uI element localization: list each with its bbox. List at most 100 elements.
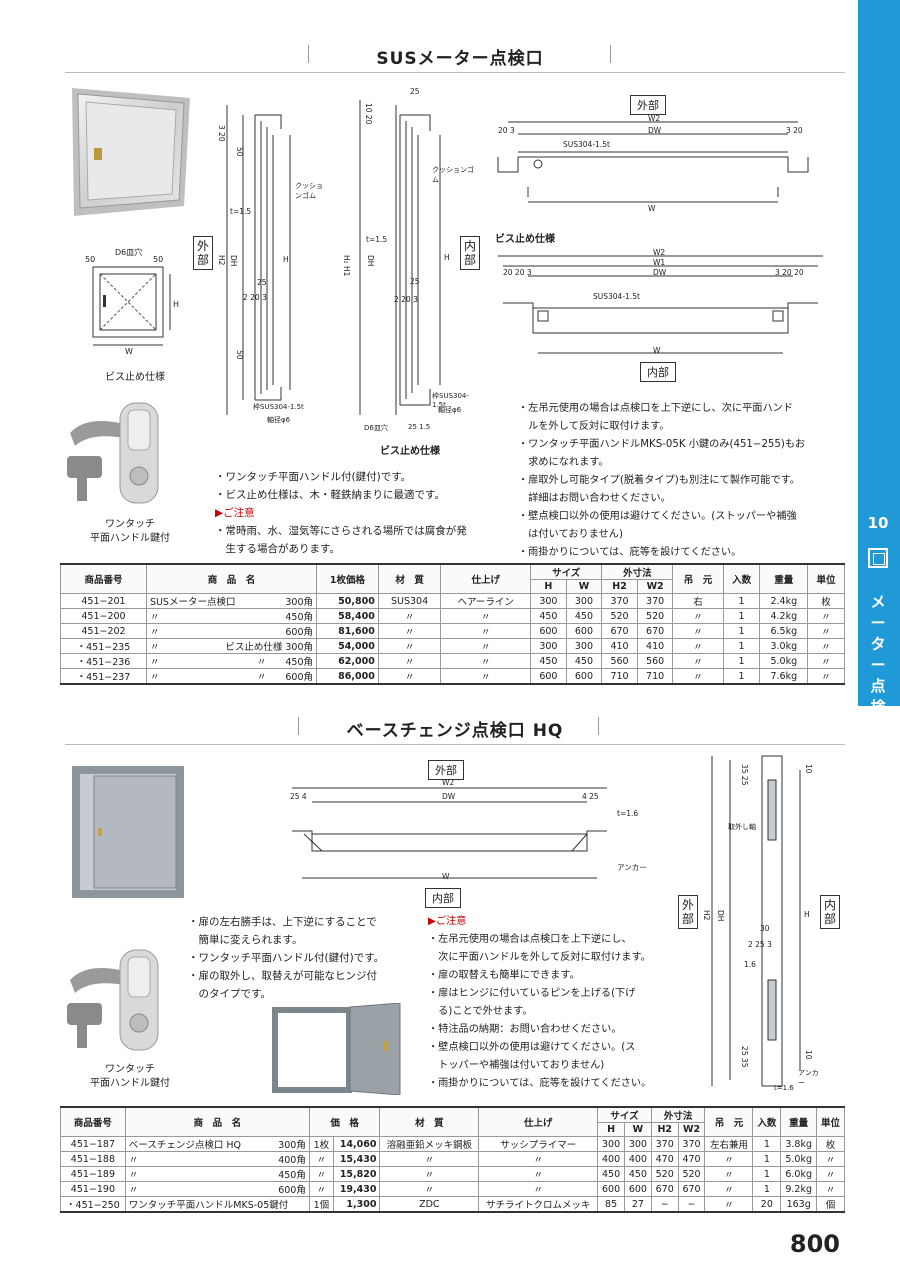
th2-unit: 単位 xyxy=(816,1106,845,1137)
hq-caution-line: ・特注品の納期：お問い合わせください。 xyxy=(428,1024,622,1035)
hq-dim-25-35: 25 35 xyxy=(740,1046,749,1068)
cell-qty: 1 xyxy=(752,1166,782,1182)
cell-h: 300 xyxy=(530,593,567,609)
th2-finish: 仕上げ xyxy=(478,1106,599,1137)
note-line: ・ワンタッチ平面ハンドルMKS-05K 小鍵のみ(451−255)もお xyxy=(518,439,806,450)
hq-caution-line: ・扉はヒンジに付いているピンを上げる(下げ xyxy=(428,988,636,999)
bis-stop-plan-label: ビス止め仕様 xyxy=(495,234,555,245)
cell-h2: 410 xyxy=(601,638,638,654)
handle-key-photo xyxy=(65,398,175,513)
cell-weight: 3.8kg xyxy=(780,1136,818,1152)
cell-price: 62,000 xyxy=(316,653,379,669)
note-line: 詳細はお問い合わせください。 xyxy=(518,493,671,504)
th-w2: W2 xyxy=(636,579,674,594)
hq-caution-line: トッパーや補強は付いておりません) xyxy=(428,1060,605,1071)
cell-material: 〃 xyxy=(377,668,442,685)
th2-w2: W2 xyxy=(677,1122,706,1137)
dim-w2-b: W2 xyxy=(653,248,666,257)
cell-finish: ヘアーライン xyxy=(440,593,532,609)
cell-material: 〃 xyxy=(377,653,442,669)
hq-dim-10-top: 10 xyxy=(804,764,813,774)
cell-unit: 〃 xyxy=(807,668,845,685)
cell-code: 451−201 xyxy=(60,593,147,609)
dim-25: 25 xyxy=(257,278,267,287)
dim-25-15: 25 1.5 xyxy=(408,423,431,431)
hq-handle-photo xyxy=(65,945,175,1060)
dim-w: W xyxy=(125,347,133,356)
cell-w2: 710 xyxy=(636,668,674,685)
section1-spec-table: 商品番号 商 品 名 1枚価格 材 質 仕上げ サイズ 外寸法 吊 元 入数 重… xyxy=(60,563,845,685)
cell-weight: 6.5kg xyxy=(759,623,809,639)
cell-unit: 枚 xyxy=(807,593,845,609)
hq-feature-line: ・扉の取外し、取替えが可能なヒンジ付 xyxy=(188,970,377,982)
hq-door-photo xyxy=(72,766,184,898)
chapter-icon xyxy=(868,548,888,568)
hq-plan-drawing: W2 25 4 DW 4 25 t=1.6 アンカー W xyxy=(282,776,662,886)
cell-material: 溶融亜鉛メッキ鋼板 xyxy=(379,1136,480,1152)
cell-finish: 〃 xyxy=(440,623,532,639)
cell-name: ワンタッチ平面ハンドルMKS-05鍵付 xyxy=(124,1196,310,1213)
hq-handle-caption-2: 平面ハンドル鍵付 xyxy=(90,1078,170,1089)
cell-per: 1枚 xyxy=(308,1136,334,1152)
hq-feature-line: ・扉の左右勝手は、上下逆にすることで xyxy=(188,916,377,928)
dim-3-20: 3 20 xyxy=(786,126,803,135)
cell-name: 〃400角 xyxy=(124,1151,310,1167)
th2-w: W xyxy=(624,1122,652,1137)
cell-h2: 520 xyxy=(601,608,638,624)
frame-sus-label: 枠SUS304-1.5t xyxy=(253,403,304,411)
shaft-label: 軸径φ6 xyxy=(267,416,291,424)
handle-caption-1: ワンタッチ xyxy=(105,519,155,530)
section1-right-notes: ・左吊元使用の場合は点検口を上下逆にし、次に平面ハンド ルを外して反対に取付けま… xyxy=(518,400,805,562)
hq-dim-30: 30 xyxy=(760,924,770,933)
cell-h: 300 xyxy=(530,638,567,654)
hq-label-inner: 内部 xyxy=(425,888,461,908)
hq-feature-line: ・ワンタッチ平面ハンドル付(鍵付)です。 xyxy=(188,952,385,964)
th-finish: 仕上げ xyxy=(440,563,532,594)
hq-pin: 取外し軸 xyxy=(728,823,756,831)
hq-label-inner-vertical: 内部 xyxy=(820,895,840,929)
dim-50-top: 50 xyxy=(235,147,244,157)
cell-weight: 163g xyxy=(780,1196,818,1213)
cell-h: 300 xyxy=(597,1136,625,1152)
th-outer: 外寸法 xyxy=(601,563,674,580)
th-price: 1枚価格 xyxy=(316,563,379,594)
cell-weight: 4.2kg xyxy=(759,608,809,624)
cell-code: 451−190 xyxy=(60,1181,126,1197)
cell-h: 600 xyxy=(530,623,567,639)
dim-20-3: 20 3 xyxy=(498,126,515,135)
plan-drawing-bis: W2 W1 20 20 3 DW 3 20 20 SUS304-1.5t W xyxy=(483,248,843,363)
cell-w: 300 xyxy=(565,593,603,609)
cell-hinge: 〃 xyxy=(672,668,724,685)
section2-features: ・扉の左右勝手は、上下逆にすることで 簡単に変えられます。 ・ワンタッチ平面ハン… xyxy=(188,913,384,1003)
cell-name: 〃〃 600角 xyxy=(145,668,318,685)
hq-dim-25-4: 25 4 xyxy=(290,792,307,801)
cell-qty: 1 xyxy=(722,668,761,685)
cell-qty: 1 xyxy=(722,608,761,624)
cell-qty: 1 xyxy=(752,1181,782,1197)
dim-d6: D6皿穴 xyxy=(115,248,143,257)
bis-stop-caption: ビス止め仕様 xyxy=(105,372,165,383)
dim-10-20: 10 20 xyxy=(364,103,373,125)
th2-h2: H2 xyxy=(650,1122,679,1137)
cell-material: ZDC xyxy=(379,1196,480,1213)
dim-dh: DH xyxy=(229,255,238,267)
dim-25-top: 25 xyxy=(410,87,420,96)
dim-dw: DW xyxy=(648,126,662,135)
cell-h: 85 xyxy=(597,1196,625,1213)
chapter-number: 10 xyxy=(867,514,889,532)
cell-w: 600 xyxy=(624,1181,652,1197)
cell-h: 450 xyxy=(530,653,567,669)
cell-per: 1個 xyxy=(308,1196,334,1213)
th-weight: 重量 xyxy=(759,563,809,594)
cell-unit: 〃 xyxy=(807,638,845,654)
section1-title: SUSメーター点検口 xyxy=(376,49,544,69)
section1-rule xyxy=(65,72,845,73)
cell-h: 600 xyxy=(597,1181,625,1197)
hq-feature-line: 簡単に変えられます。 xyxy=(188,934,303,946)
caution-title: ▶ご注意 xyxy=(215,507,255,519)
section2-spec-table: 商品番号 商 品 名 価 格 材 質 仕上げ サイズ 外寸法 吊 元 入数 重量… xyxy=(60,1106,845,1213)
hq-dim-35-25: 35 25 xyxy=(740,764,749,786)
